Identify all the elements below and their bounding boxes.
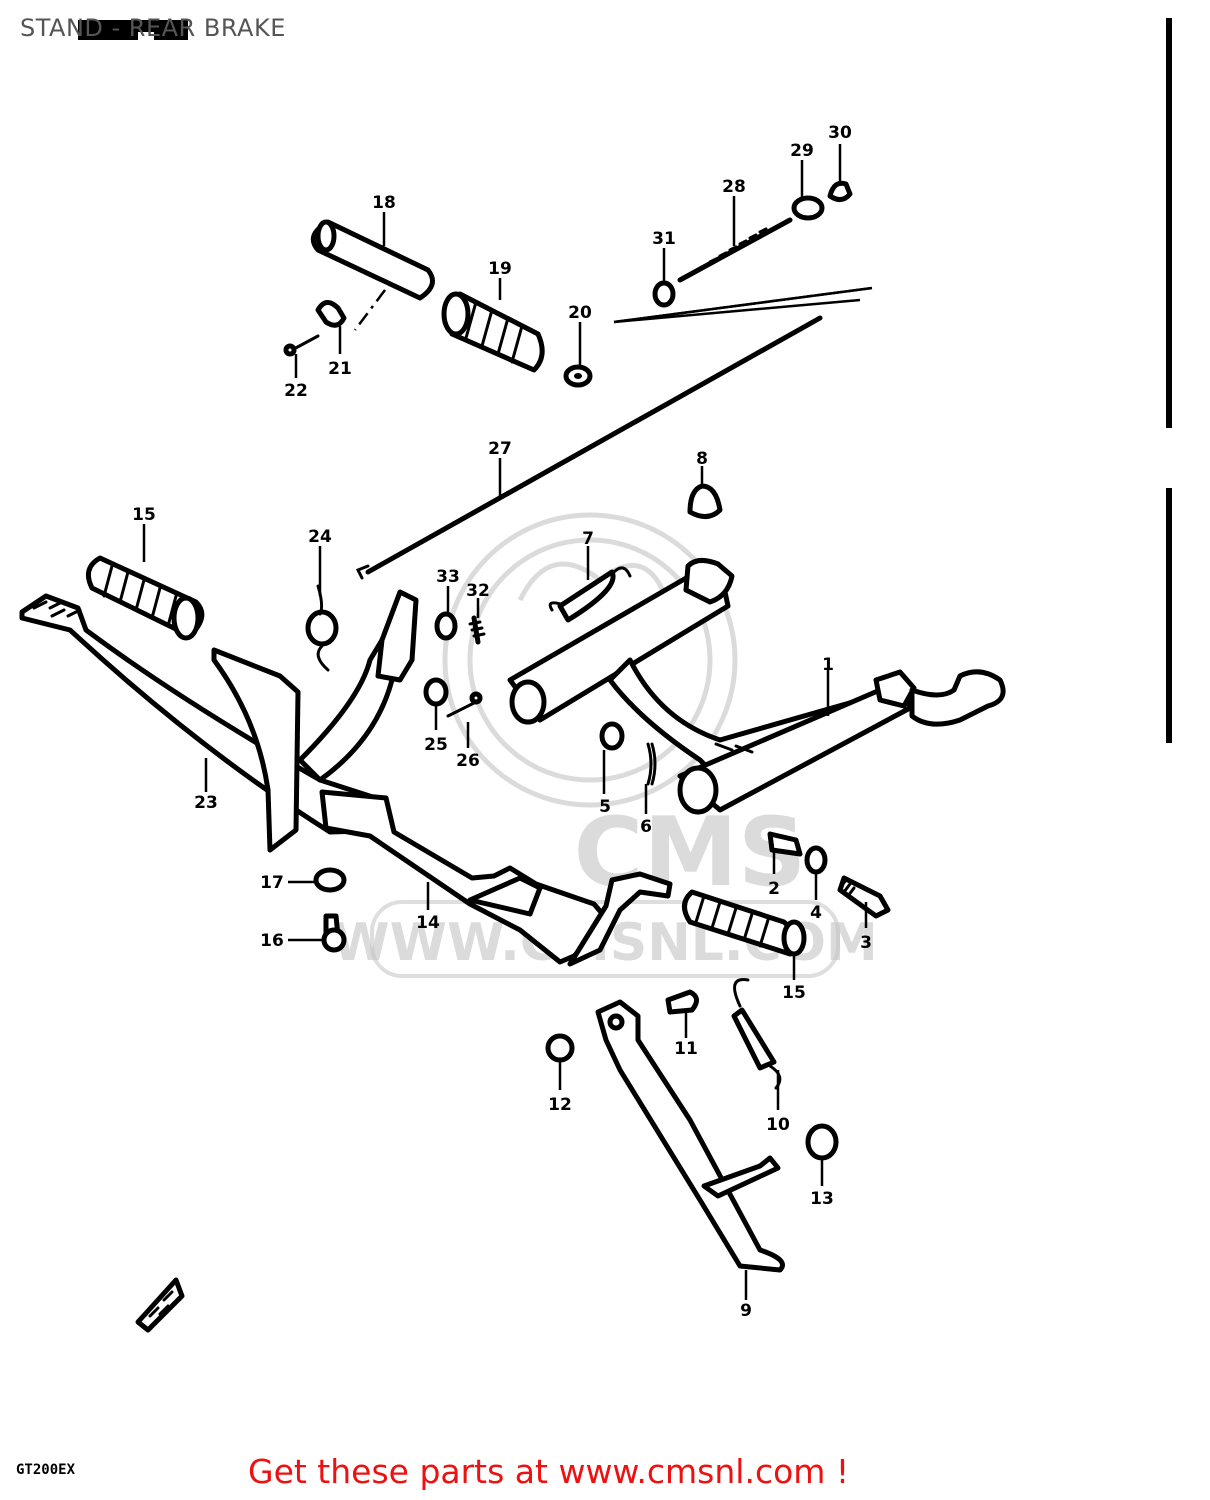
- callout-1: 1: [822, 655, 834, 675]
- callout-16: 16: [260, 931, 284, 951]
- part-15-footrest-rubber: [85, 555, 205, 641]
- part-24-torsion-spring: [305, 584, 339, 672]
- callout-31: 31: [652, 229, 676, 249]
- callout-29: 29: [790, 141, 814, 161]
- callout-33: 33: [436, 567, 460, 587]
- part-6-cotter-pin: [646, 742, 657, 786]
- callout-26: 26: [456, 751, 480, 771]
- part-16-bolt: [321, 913, 347, 953]
- part-11-bolt: [665, 989, 699, 1015]
- part-5-nut: [599, 721, 625, 751]
- callout-9: 9: [740, 1301, 752, 1321]
- part-30-nut: [827, 180, 853, 202]
- callout-23: 23: [194, 793, 218, 813]
- part-7-return-spring: [548, 566, 632, 623]
- callout-3: 3: [860, 933, 872, 953]
- callout-2: 2: [768, 879, 780, 899]
- part-18-pin: [310, 219, 435, 331]
- callout-22: 22: [284, 381, 308, 401]
- callout-11: 11: [674, 1039, 698, 1059]
- callout-10: 10: [766, 1115, 790, 1135]
- callout-7: 7: [582, 529, 594, 549]
- callout-28: 28: [722, 177, 746, 197]
- part-21-clip: [315, 300, 347, 328]
- part-3-bolt: [837, 875, 891, 919]
- callout-30: 30: [828, 123, 852, 143]
- callout-25: 25: [424, 735, 448, 755]
- model-code: GT200EX: [16, 1462, 76, 1478]
- assembly-leader: [613, 286, 873, 324]
- callout-6: 6: [640, 817, 652, 837]
- page-title: STAND - REAR BRAKE: [20, 14, 286, 42]
- callout-15-right: 15: [782, 983, 806, 1003]
- part-9-side-stand: [595, 999, 785, 1273]
- leader-lines: [142, 144, 868, 1300]
- part-2-pivot-shaft: [767, 831, 803, 857]
- part-1-center-stand: [507, 558, 1006, 815]
- part-22-cotter: [283, 334, 320, 357]
- part-17-nut: [313, 867, 347, 893]
- callout-20: 20: [568, 303, 592, 323]
- callout-13: 13: [810, 1189, 834, 1209]
- part-19-rubber-grip: [441, 291, 545, 373]
- part-13-rubber: [805, 1123, 839, 1161]
- part-25-nut: [423, 677, 449, 707]
- callout-19: 19: [488, 259, 512, 279]
- part-32-pin: [468, 615, 486, 645]
- part-27-brake-rod: [355, 315, 823, 580]
- part-31-washer: [652, 280, 676, 308]
- callout-18: 18: [372, 193, 396, 213]
- scan-edge-line: [1166, 18, 1172, 428]
- part-20-washer: [563, 364, 593, 388]
- callout-21: 21: [328, 359, 352, 379]
- part-10-spring: [731, 978, 782, 1090]
- callout-32: 32: [466, 581, 490, 601]
- part-4-nut: [804, 845, 828, 875]
- part-14-footrest-bar: [319, 789, 673, 967]
- part-28-threaded-rod: [677, 217, 793, 283]
- part-29-nut: [791, 195, 825, 221]
- callout-24: 24: [308, 527, 332, 547]
- scan-edge-line: [1166, 488, 1172, 743]
- footer-link[interactable]: Get these parts at www.cmsnl.com !: [248, 1452, 850, 1491]
- callout-12: 12: [548, 1095, 572, 1115]
- callout-8: 8: [696, 449, 708, 469]
- part-26-cotter-pin: [446, 691, 483, 718]
- callout-4: 4: [810, 903, 822, 923]
- callout-5: 5: [599, 797, 611, 817]
- part-33-nut: [434, 611, 458, 641]
- callout-27: 27: [488, 439, 512, 459]
- callout-17: 17: [260, 873, 284, 893]
- part-8-rubber-cap: [687, 483, 723, 519]
- callout-labels: 1 2 3 4 5 6 7 8 9 10 11 12 13 14 15 15 1…: [132, 123, 872, 1321]
- part-reflector-plate: [135, 1277, 185, 1333]
- part-12-nut: [545, 1033, 575, 1063]
- callout-14: 14: [416, 913, 440, 933]
- callout-15: 15: [132, 505, 156, 525]
- redaction-mark: [78, 20, 188, 42]
- part-15-footrest-rubber-right: [682, 889, 807, 957]
